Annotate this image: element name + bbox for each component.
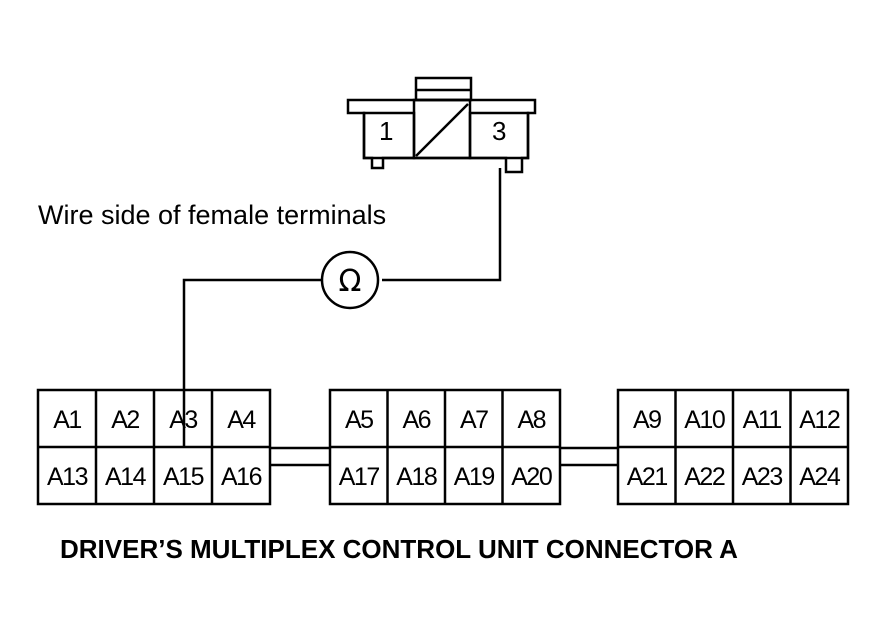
ohmmeter-symbol: Ω	[339, 264, 362, 299]
small-connector-housing	[346, 98, 537, 174]
pin-label-a24: A24	[799, 463, 841, 491]
pin-label-a10: A10	[684, 406, 725, 434]
pin-label-a14: A14	[105, 463, 147, 491]
probe-wire-terminal-3	[382, 168, 502, 282]
pin-label-a18: A18	[396, 463, 437, 491]
wire-side-note: Wire side of female terminals	[38, 200, 386, 230]
pin-label-a6: A6	[402, 406, 430, 434]
pin-label-a13: A13	[47, 463, 88, 491]
pin-label-a22: A22	[684, 463, 725, 491]
pin-label-a8: A8	[517, 406, 545, 434]
pin-label-a21: A21	[627, 463, 668, 491]
connector-a-title: DRIVER’S MULTIPLEX CONTROL UNIT CONNECTO…	[60, 534, 738, 564]
pin-label-a15: A15	[163, 463, 204, 491]
terminal-cavity-3	[468, 111, 530, 160]
pin-label-a19: A19	[454, 463, 495, 491]
pin-label-a5: A5	[345, 406, 373, 434]
terminal-label-1: 1	[379, 116, 393, 146]
pin-label-a4: A4	[227, 406, 256, 434]
pin-label-a1: A1	[53, 406, 81, 434]
pin-label-a7: A7	[460, 406, 488, 434]
pin-label-a3: A3	[169, 406, 197, 434]
pin-label-a12: A12	[799, 406, 840, 434]
pin-label-a17: A17	[339, 463, 380, 491]
terminal-label-3: 3	[492, 116, 506, 146]
pin-label-a11: A11	[743, 406, 782, 434]
pin-label-a2: A2	[111, 406, 139, 434]
pin-label-a23: A23	[742, 463, 783, 491]
terminal-2-blank-slash	[415, 103, 469, 157]
pin-label-a9: A9	[633, 406, 661, 434]
probe-wire-terminal-a3	[182, 278, 322, 448]
block-link-1-2	[270, 446, 330, 467]
pin-label-a20: A20	[511, 463, 552, 491]
pin-label-a16: A16	[221, 463, 262, 491]
block-link-2-3	[560, 446, 618, 467]
